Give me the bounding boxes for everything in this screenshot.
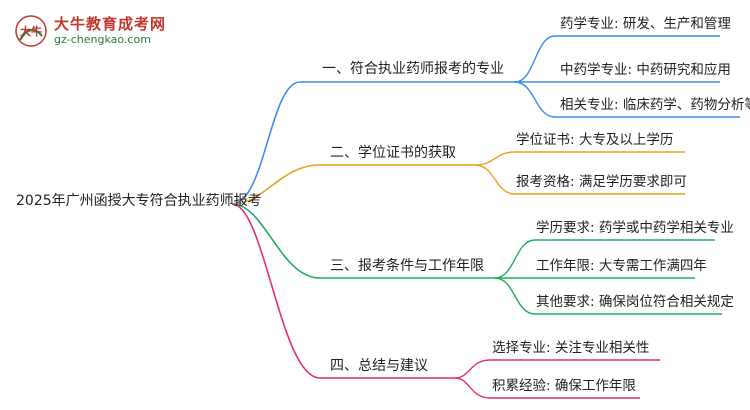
- branch-2-leaf-1: 学位证书: 大专及以上学历: [516, 132, 674, 148]
- root-topic: 2025年广州函授大专符合执业药师报考: [16, 193, 262, 209]
- branch-1-label: 一、符合执业药师报考的专业: [322, 61, 504, 77]
- branch-1-leaf-1: 药学专业: 研发、生产和管理: [560, 16, 731, 32]
- branch-1-leaf-2: 中药学专业: 中药研究和应用: [560, 62, 731, 78]
- branch-1-leaf-3: 相关专业: 临床药学、药物分析等: [560, 97, 750, 113]
- logo-title: 大牛教育成考网: [54, 15, 167, 33]
- branch-4-label: 四、总结与建议: [330, 358, 428, 374]
- branch-3-leaf-1: 学历要求: 药学或中药学相关专业: [536, 220, 734, 236]
- site-logo[interactable]: 大牛 大牛教育成考网 gz-chengkao.com: [14, 14, 166, 48]
- branch-4-leaf-2: 积累经验: 确保工作年限: [492, 378, 636, 394]
- branch-3-label: 三、报考条件与工作年限: [330, 258, 484, 274]
- logo-url: gz-chengkao.com: [54, 33, 151, 46]
- branch-2-leaf-2: 报考资格: 满足学历要求即可: [516, 174, 687, 190]
- logo-mark-icon: 大牛: [14, 14, 48, 48]
- branch-2-label: 二、学位证书的获取: [330, 145, 456, 161]
- branch-4-leaf-1: 选择专业: 关注专业相关性: [492, 340, 650, 356]
- branch-3-leaf-2: 工作年限: 大专需工作满四年: [536, 258, 707, 274]
- branch-3-leaf-3: 其他要求: 确保岗位符合相关规定: [536, 294, 734, 310]
- logo-mark-text: 大牛: [20, 24, 42, 38]
